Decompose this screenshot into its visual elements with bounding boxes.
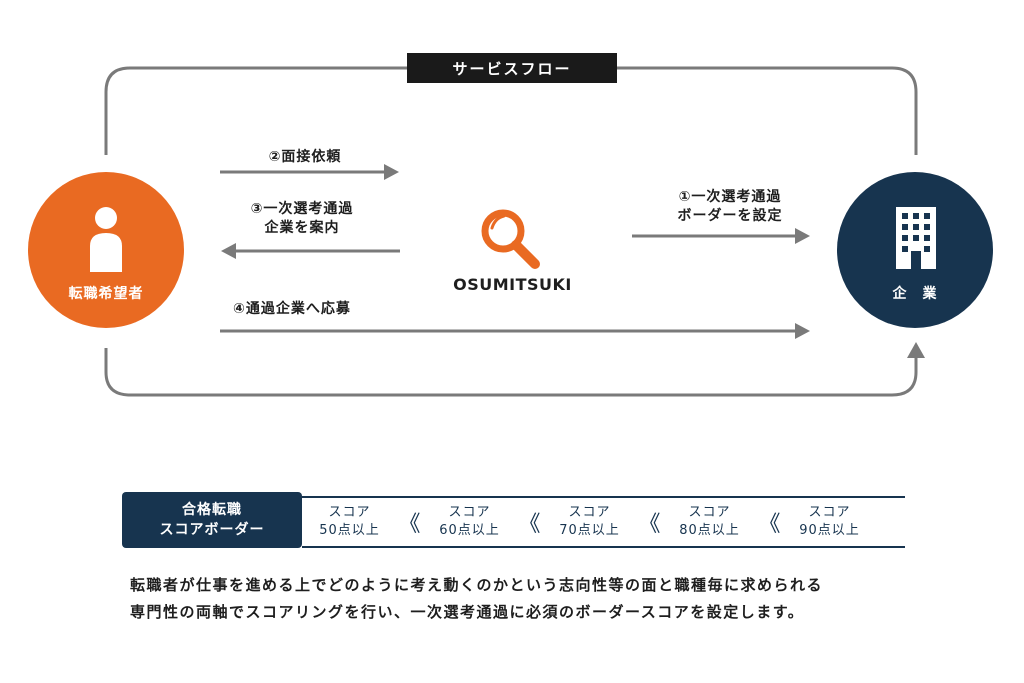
step1-line2: ボーダーを設定 xyxy=(677,208,783,224)
step4-label: ④通過企業へ応募 xyxy=(233,301,351,317)
score-border-header: 合格転職 スコアボーダー xyxy=(122,492,302,548)
score-separator: 《 xyxy=(638,512,661,537)
flow-loop-bottom xyxy=(104,348,918,397)
step4-arrowhead xyxy=(795,323,810,339)
company-label: 企 業 xyxy=(892,286,938,302)
description-line1: 転職者が仕事を進める上でどのように考え動くのかという志向性等の面と職種毎に求めら… xyxy=(130,576,824,594)
building-icon xyxy=(896,207,936,269)
step1-label: ①一次選考通過 ボーダーを設定 xyxy=(655,188,805,226)
score-value: 50点以上 xyxy=(319,523,380,538)
score-value: 80点以上 xyxy=(679,523,740,538)
score-label: スコア xyxy=(808,505,851,520)
score-item: スコア 80点以上 xyxy=(662,504,757,540)
description-text: 転職者が仕事を進める上でどのように考え動くのかという志向性等の面と職種毎に求めら… xyxy=(130,572,920,626)
step3-line2: 企業を案内 xyxy=(264,220,340,236)
score-band: スコア 50点以上 《 スコア 60点以上 《 スコア 70点以上 《 スコア … xyxy=(302,496,905,548)
score-item: スコア 60点以上 xyxy=(422,504,517,540)
job-seeker-label: 転職希望者 xyxy=(68,286,144,302)
score-header-line2: スコアボーダー xyxy=(159,522,265,538)
score-separator: 《 xyxy=(518,512,541,537)
score-header-line1: 合格転職 xyxy=(182,502,242,518)
score-item: スコア 70点以上 xyxy=(542,504,637,540)
score-label: スコア xyxy=(568,505,611,520)
step3-arrowhead xyxy=(221,243,236,259)
score-label: スコア xyxy=(328,505,371,520)
job-seeker-node: 転職希望者 xyxy=(28,172,184,328)
loop-arrowhead xyxy=(907,342,925,358)
brand-name: OSUMITSUKI xyxy=(453,275,572,294)
step2-arrowhead xyxy=(384,164,399,180)
score-label: スコア xyxy=(448,505,491,520)
step3-line1: ③一次選考通過 xyxy=(250,201,354,217)
company-node: 企 業 xyxy=(837,172,993,328)
score-value: 70点以上 xyxy=(559,523,620,538)
person-icon xyxy=(90,207,122,272)
flow-title: サービスフロー xyxy=(407,53,617,83)
step1-arrowhead xyxy=(795,228,810,244)
description-line2: 専門性の両軸でスコアリングを行い、一次選考通過に必須のボーダースコアを設定します… xyxy=(130,603,805,621)
score-value: 90点以上 xyxy=(799,523,860,538)
flow-loop-top xyxy=(104,66,918,155)
step1-line1: ①一次選考通過 xyxy=(678,189,782,205)
score-label: スコア xyxy=(688,505,731,520)
score-separator: 《 xyxy=(758,512,781,537)
score-item: スコア 50点以上 xyxy=(302,504,397,540)
score-separator: 《 xyxy=(398,512,421,537)
magnifier-icon xyxy=(481,209,540,269)
step2-label: ②面接依頼 xyxy=(268,149,342,165)
score-item: スコア 90点以上 xyxy=(782,504,877,540)
score-value: 60点以上 xyxy=(439,523,500,538)
step3-label: ③一次選考通過 企業を案内 xyxy=(232,200,372,238)
